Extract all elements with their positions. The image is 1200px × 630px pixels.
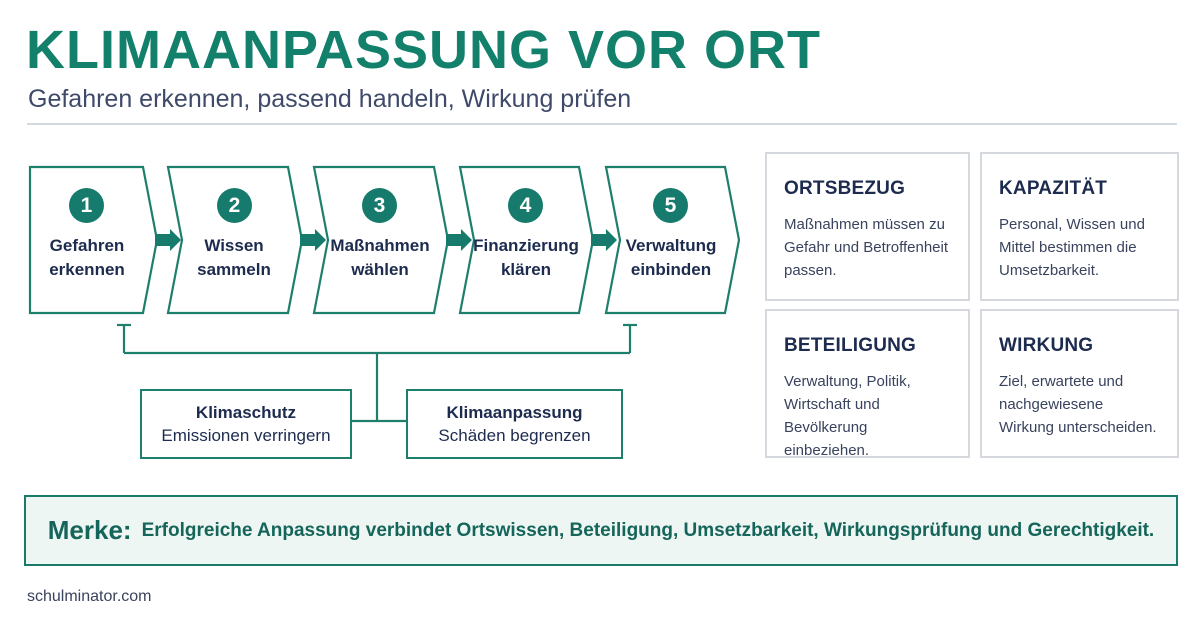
step-label-line: Finanzierung (473, 236, 579, 255)
merke-box: Merke: Erfolgreiche Anpassung verbindet … (24, 495, 1178, 566)
card-text: Ziel, erwartete und nachgewiesene Wirkun… (999, 373, 1157, 436)
step-number: 2 (217, 188, 252, 223)
step-label-line: klären (500, 260, 552, 279)
klimaschutz-box: Klimaschutz Emissionen verringern (140, 389, 352, 459)
card-wirkung: WIRKUNG Ziel, erwartete und nachgewiesen… (980, 309, 1179, 458)
page-title: KLIMAANPASSUNG VOR ORT (26, 20, 822, 80)
card-text: Verwaltung, Politik, Wirtschaft und Bevö… (784, 373, 911, 459)
card-title: BETEILIGUNG (784, 335, 917, 356)
step-label-line: einbinden (630, 260, 712, 279)
card-ortsbezug: ORTSBEZUG Maßnahmen müssen zu Gefahr und… (765, 152, 970, 301)
header-divider (27, 123, 1177, 125)
step-label: Verwaltung einbinden (616, 234, 726, 282)
chevron-5 (604, 165, 741, 315)
chevron-4 (458, 165, 595, 315)
box-title: Klimaanpassung (446, 403, 583, 422)
box-text: Schäden begrenzen (438, 426, 591, 445)
process-diagram-graphics (28, 165, 741, 423)
step-number: 3 (362, 188, 397, 223)
page-subtitle: Gefahren erkennen, passend handeln, Wirk… (28, 85, 632, 113)
step-label-line: Maßnahmen (330, 236, 430, 255)
card-text: Maßnahmen müssen zu Gefahr und Betroffen… (784, 216, 949, 279)
bracket-connector (117, 323, 637, 423)
step-number: 1 (69, 188, 104, 223)
arrow-right-icon (300, 229, 326, 251)
step-label-line: erkennen (49, 260, 125, 279)
arrow-right-icon (591, 229, 617, 251)
step-label: Maßnahmen wählen (325, 234, 435, 282)
step-label-line: Verwaltung (625, 236, 717, 255)
step-label: Finanzierung klären (471, 234, 581, 282)
chevron-3 (312, 165, 450, 315)
card-title: ORTSBEZUG (784, 178, 906, 199)
merke-text: Erfolgreiche Anpassung verbindet Ortswis… (141, 519, 1155, 541)
step-label-line: Wissen (204, 236, 264, 255)
arrow-right-icon (446, 229, 472, 251)
step-label-line: sammeln (197, 260, 271, 279)
merke-label: Merke: (47, 515, 132, 545)
card-title: KAPAZITÄT (999, 178, 1108, 199)
step-label: Gefahren erkennen (32, 234, 142, 282)
step-label-line: wählen (351, 260, 409, 279)
chevron-1 (28, 165, 159, 315)
step-number: 5 (653, 188, 688, 223)
chevron-2 (166, 165, 304, 315)
box-text: Emissionen verringern (161, 426, 331, 445)
card-kapazitaet: KAPAZITÄT Personal, Wissen und Mittel be… (980, 152, 1179, 301)
klimaanpassung-box: Klimaanpassung Schäden begrenzen (406, 389, 623, 459)
arrow-right-icon (155, 229, 181, 251)
step-label: Wissen sammeln (179, 234, 289, 282)
footer-source: schulminator.com (27, 588, 152, 605)
step-label-line: Gefahren (49, 236, 125, 255)
card-text: Personal, Wissen und Mittel bestimmen di… (999, 216, 1145, 279)
card-beteiligung: BETEILIGUNG Verwaltung, Politik, Wirtsch… (765, 309, 970, 459)
box-title: Klimaschutz (195, 403, 297, 422)
step-number: 4 (508, 188, 543, 223)
card-title: WIRKUNG (999, 335, 1094, 356)
process-diagram: 1 2 3 4 5 Gefahren erkennen Wissen samme… (0, 0, 750, 490)
